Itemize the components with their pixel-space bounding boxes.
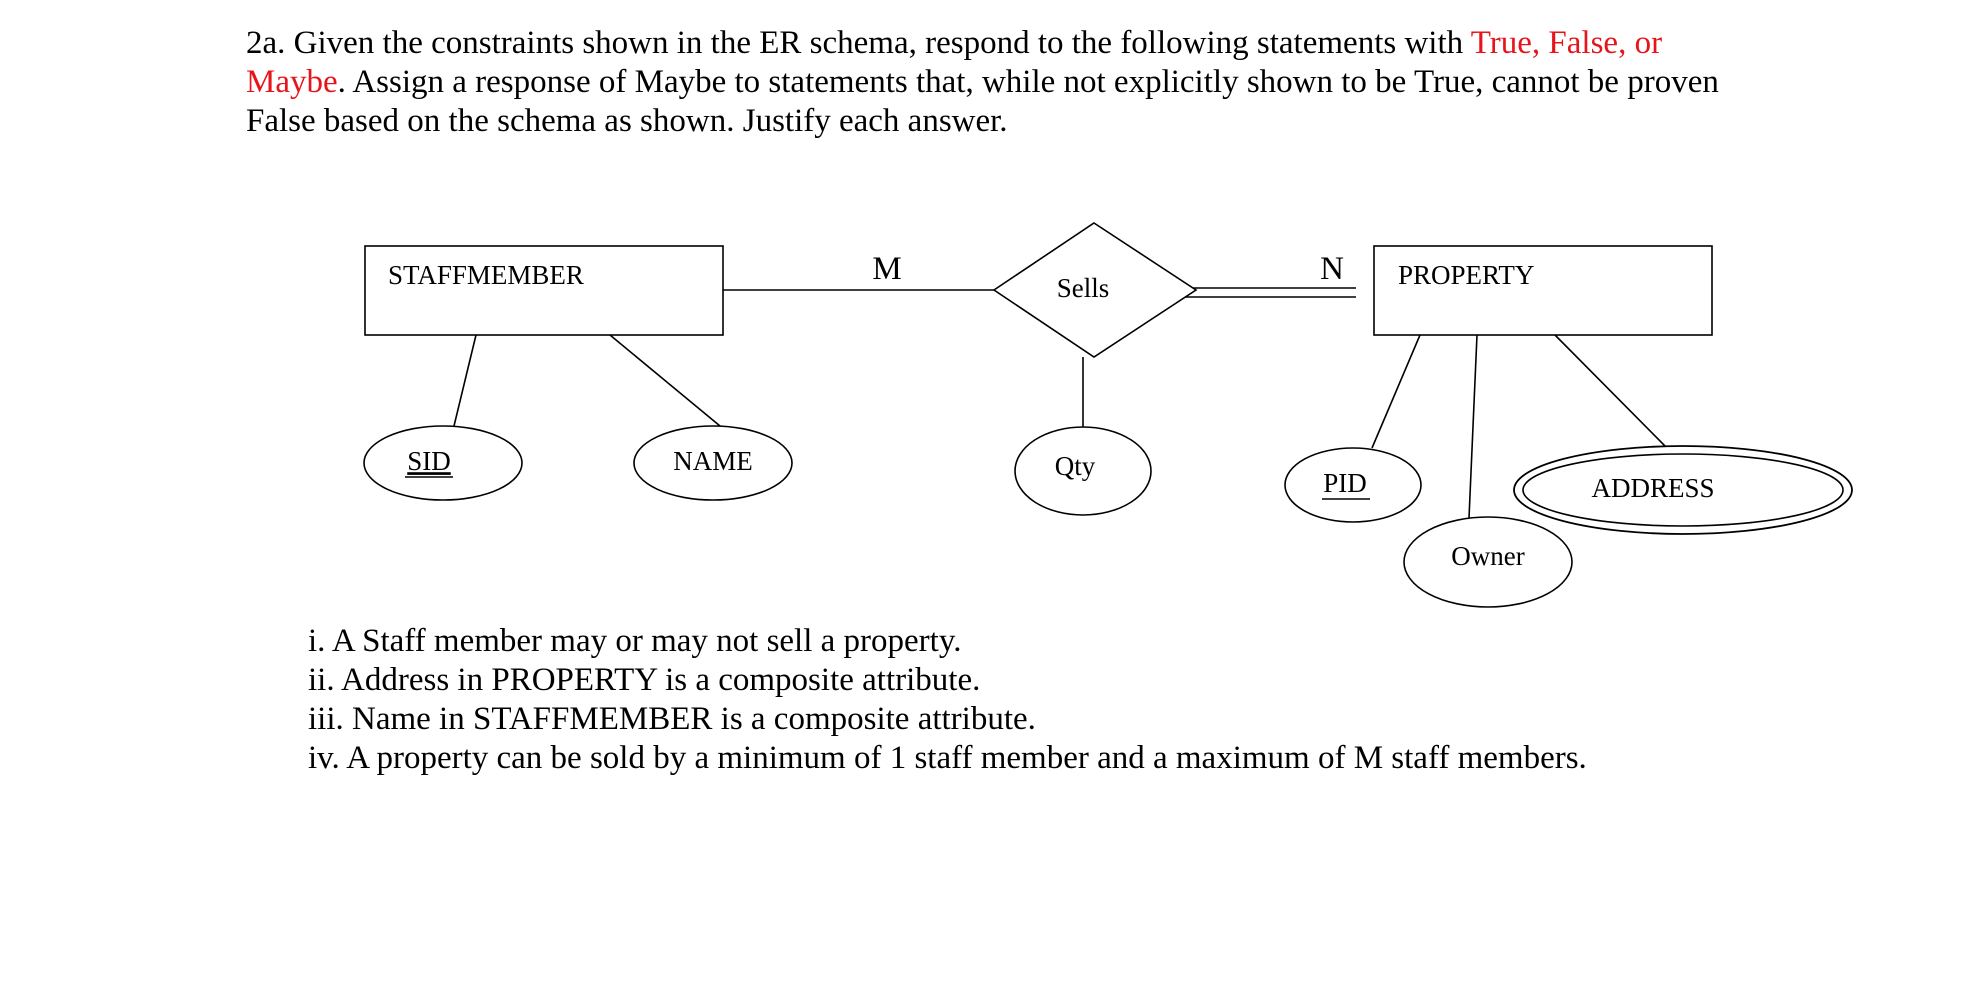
question-intro: 2a. Given the constraints shown in the E… [246, 25, 1471, 61]
answer-options: True, False, or Maybe [246, 25, 1663, 100]
statement-3: iii. Name in STAFFMEMBER is a composite … [308, 701, 1036, 737]
cardinality-n: N [1320, 251, 1344, 287]
name-attribute [633, 425, 793, 501]
pid-attribute [1284, 447, 1422, 523]
owner-attribute [1403, 516, 1573, 608]
qty-label: Qty [1055, 451, 1096, 481]
staff-name-line [609, 334, 721, 427]
pid-label: PID [1323, 468, 1367, 498]
sid-attribute [363, 425, 523, 501]
property-label: PROPERTY [1398, 260, 1534, 290]
staffmember-entity [364, 245, 724, 336]
name-label: NAME [673, 446, 753, 476]
address-label: ADDRESS [1591, 473, 1714, 503]
owner-label: Owner [1451, 541, 1524, 571]
property-address-line [1554, 334, 1668, 449]
cardinality-m: M [872, 251, 901, 287]
question-rest: . Assign a response of Maybe to statemen… [246, 64, 1719, 139]
property-pid-line [1371, 334, 1421, 449]
sells-relationship [992, 222, 1198, 358]
qty-attribute [1014, 426, 1152, 516]
address-attribute-inner [1522, 453, 1844, 527]
property-entity [1373, 245, 1713, 336]
sid-label: SID [407, 446, 451, 476]
statement-1: i. A Staff member may or may not sell a … [308, 623, 962, 659]
statement-2: ii. Address in PROPERTY is a composite a… [308, 662, 981, 698]
question-text: 2a. Given the constraints shown in the E… [246, 24, 1746, 141]
staff-sid-line [453, 334, 477, 427]
statement-4: iv. A property can be sold by a minimum … [308, 740, 1587, 776]
property-owner-line [1468, 334, 1478, 519]
statement-list: i. A Staff member may or may not sell a … [308, 622, 1587, 778]
staffmember-label: STAFFMEMBER [388, 260, 584, 290]
sells-label: Sells [1057, 273, 1110, 303]
